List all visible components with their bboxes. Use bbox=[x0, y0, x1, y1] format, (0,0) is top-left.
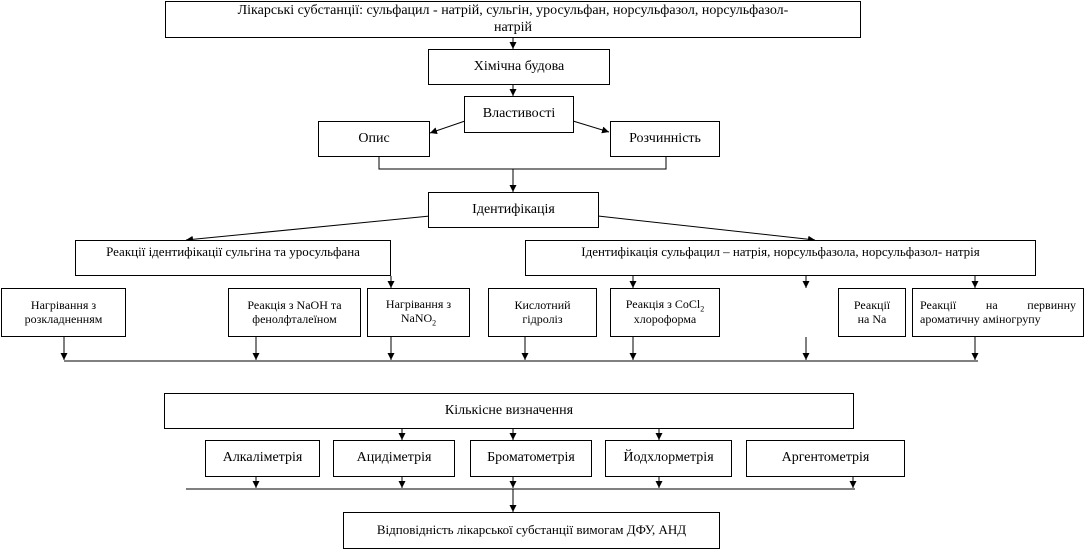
label-identification: Ідентифікація bbox=[472, 201, 555, 217]
label-properties: Властивості bbox=[482, 106, 556, 122]
label-description: Опис bbox=[358, 130, 390, 146]
box-chemical-structure: Хімічна будова bbox=[428, 49, 610, 85]
label-alkalimetry: Алкаліметрія bbox=[222, 450, 303, 466]
label-ident-sulgin: Реакції ідентифікації сульгіна та уросул… bbox=[106, 244, 360, 259]
arrow-identification-sulfacyl bbox=[597, 215, 816, 243]
box-reactions-na: Реакції на Na bbox=[838, 288, 906, 337]
label-acidimetry: Ацидіметрія bbox=[356, 450, 432, 466]
label-chemical-structure: Хімічна будова bbox=[473, 58, 565, 74]
box-description: Опис bbox=[318, 121, 430, 157]
label-argentometry: Аргентометрія bbox=[781, 450, 870, 466]
label-quantitative: Кількісне визначення bbox=[444, 402, 574, 418]
label-ident-sulfacyl: Ідентифікація сульфацил – натрія, норсул… bbox=[581, 244, 980, 259]
box-alkalimetry: Алкаліметрія bbox=[205, 440, 320, 477]
label-solubility: Розчинність bbox=[629, 130, 701, 146]
label-aromatic-amino: Реакції на первинну ароматичну аміногруп… bbox=[920, 297, 1076, 326]
box-identification: Ідентифікація bbox=[428, 192, 599, 228]
label-heating-nano2: Нагрівання з NaNO2 bbox=[385, 296, 452, 327]
box-ident-sulgin: Реакції ідентифікації сульгіна та уросул… bbox=[75, 240, 391, 276]
box-aromatic-amino: Реакції на первинну ароматичну аміногруп… bbox=[912, 288, 1084, 337]
label-reactions-na: Реакції на Na bbox=[853, 297, 891, 326]
arrow-properties-solubility bbox=[572, 120, 610, 134]
line-merge-properties bbox=[378, 157, 667, 170]
label-compliance: Відповідність лікарської субстанції вимо… bbox=[376, 522, 687, 538]
box-ident-sulfacyl: Ідентифікація сульфацил – натрія, норсул… bbox=[525, 240, 1036, 276]
box-quantitative: Кількісне визначення bbox=[164, 393, 854, 429]
label-bromatometry: Броматометрія bbox=[487, 450, 575, 466]
box-substances: Лікарські субстанції: сульфацил - натрій… bbox=[165, 1, 861, 38]
label-iodochlorometry: Йодхлорметрія bbox=[623, 450, 714, 466]
arrow-identification-sulgin bbox=[185, 215, 431, 243]
box-properties: Властивості bbox=[464, 96, 574, 133]
box-acidimetry: Ацидіметрія bbox=[333, 440, 455, 477]
box-acid-hydrolysis: Кислотний гідроліз bbox=[488, 288, 597, 337]
box-heating-nano2: Нагрівання з NaNO2 bbox=[367, 288, 470, 337]
box-iodochlorometry: Йодхлорметрія bbox=[605, 440, 732, 477]
arrow-properties-description bbox=[429, 120, 466, 135]
box-heating-decomposition: Нагрівання з розкладненням bbox=[1, 288, 126, 337]
box-compliance: Відповідність лікарської субстанції вимо… bbox=[343, 512, 720, 549]
box-naoh-phenolphthalein: Реакція з NaOH та фенолфталеїном bbox=[228, 288, 361, 337]
label-acid-hydrolysis: Кислотний гідроліз bbox=[514, 297, 571, 326]
label-substances: Лікарські субстанції: сульфацил - натрій… bbox=[237, 3, 789, 35]
box-solubility: Розчинність bbox=[610, 121, 720, 157]
label-naoh-phenolphthalein: Реакція з NaOH та фенолфталеїном bbox=[247, 297, 342, 326]
label-heating-decomposition: Нагрівання з розкладненням bbox=[24, 297, 103, 326]
box-argentometry: Аргентометрія bbox=[746, 440, 905, 477]
box-bromatometry: Броматометрія bbox=[470, 440, 592, 477]
